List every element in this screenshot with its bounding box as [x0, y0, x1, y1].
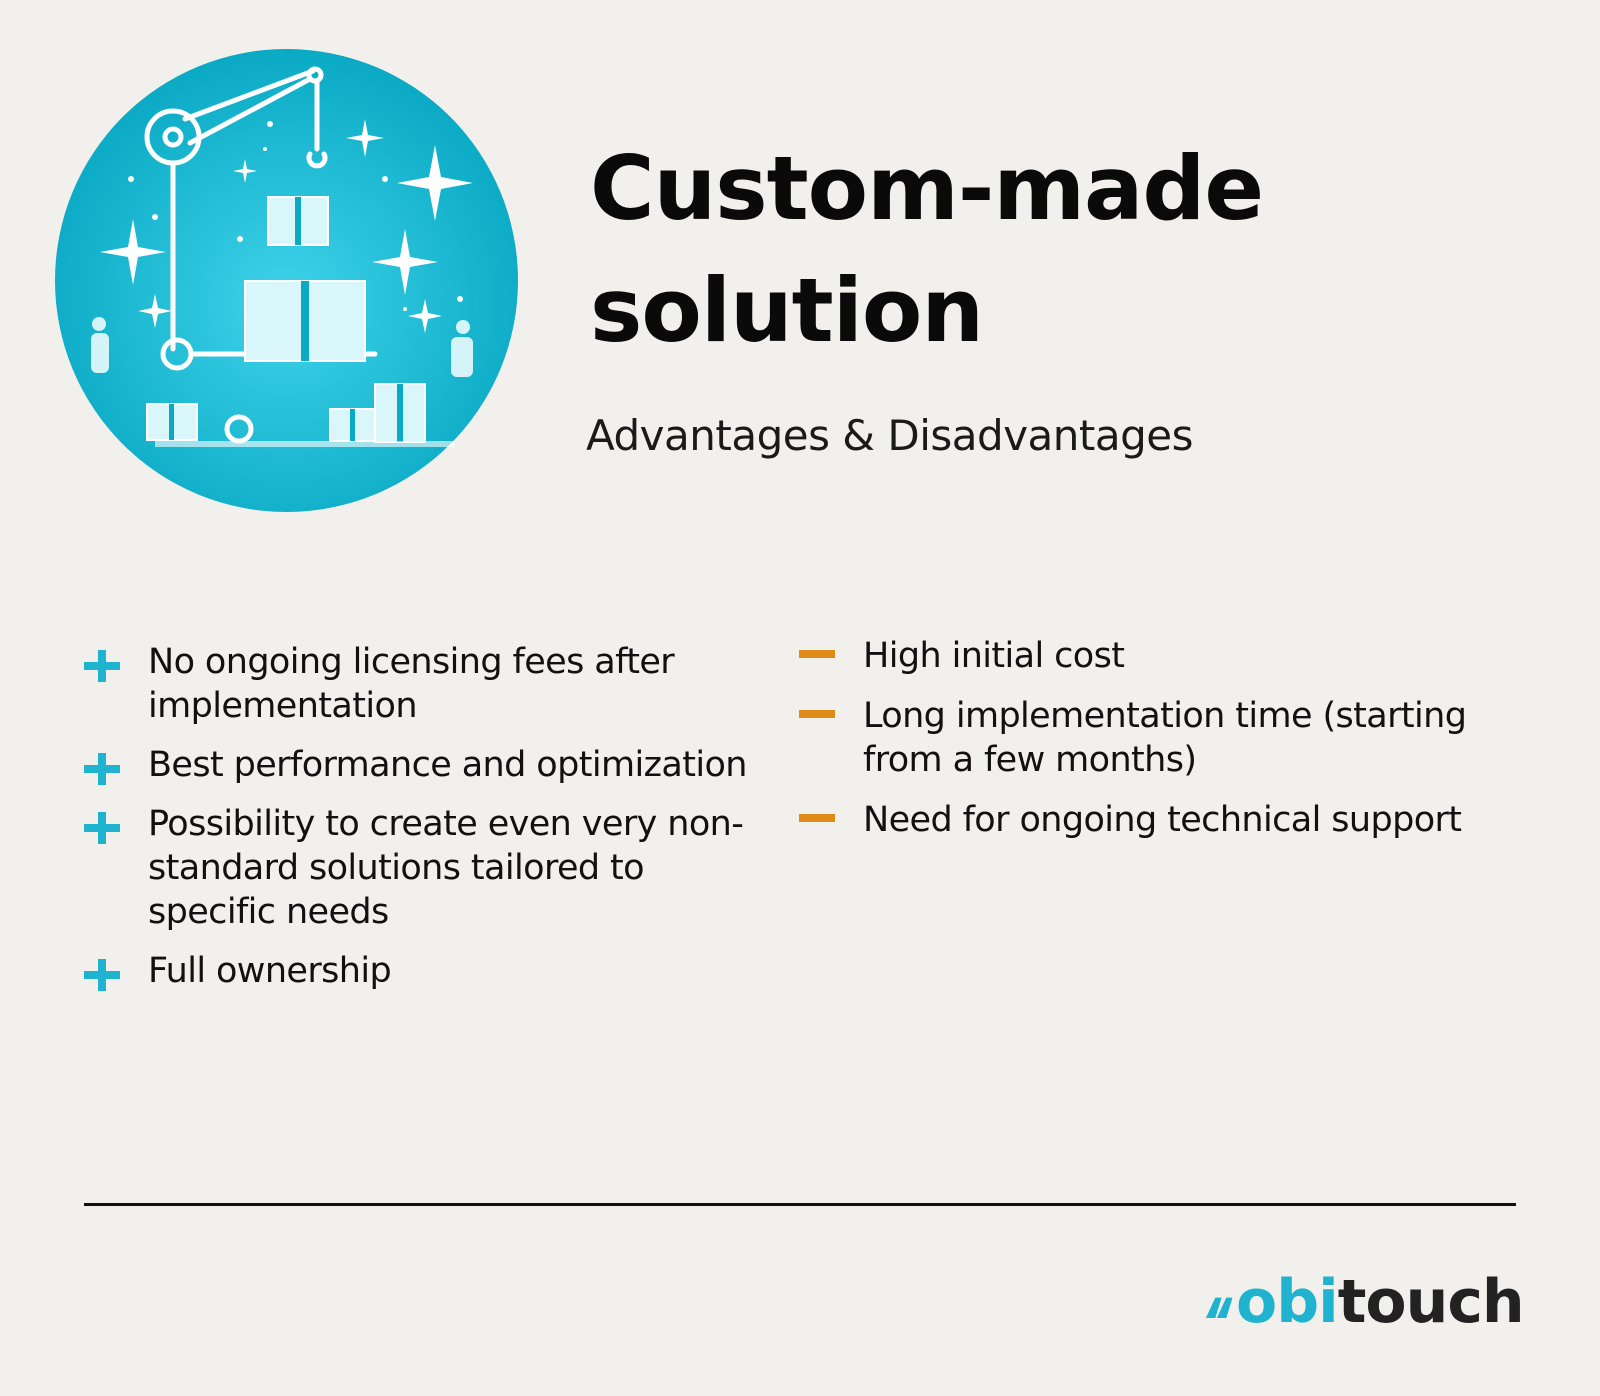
disadvantage-text: High initial cost — [863, 636, 1125, 676]
advantage-item: No ongoing licensing fees after implemen… — [84, 640, 764, 728]
plus-icon — [84, 743, 120, 787]
disadvantages-list: High initial cost Long implementation ti… — [799, 634, 1519, 858]
divider — [84, 1203, 1516, 1206]
disadvantage-item: High initial cost — [799, 634, 1519, 678]
plus-icon — [84, 802, 120, 846]
logo-m-icon — [1205, 1297, 1233, 1318]
page-subtitle: Advantages & Disadvantages — [586, 411, 1194, 460]
minus-icon — [799, 634, 835, 678]
disadvantage-item: Need for ongoing technical support — [799, 798, 1519, 842]
advantages-list: No ongoing licensing fees after implemen… — [84, 640, 764, 1008]
plus-icon — [84, 949, 120, 993]
advantage-text: Best performance and optimization — [148, 745, 747, 785]
advantage-text: Possibility to create even very non-stan… — [148, 804, 744, 932]
hero-illustration — [55, 49, 518, 512]
advantage-text: Full ownership — [148, 951, 392, 991]
disadvantage-text: Need for ongoing technical support — [863, 800, 1462, 840]
logo-part-1: obi — [1236, 1267, 1339, 1337]
title-line-2: solution — [590, 259, 984, 362]
disadvantage-item: Long implementation time (starting from … — [799, 694, 1519, 782]
minus-icon — [799, 694, 835, 738]
logo: obitouch — [1236, 1266, 1525, 1338]
plus-icon — [84, 640, 120, 684]
disadvantage-text: Long implementation time (starting from … — [863, 696, 1467, 780]
advantage-item: Full ownership — [84, 949, 764, 993]
advantage-text: No ongoing licensing fees after implemen… — [148, 642, 675, 726]
minus-icon — [799, 798, 835, 842]
logo-part-2: touch — [1337, 1267, 1525, 1337]
advantage-item: Possibility to create even very non-stan… — [84, 802, 764, 934]
title-line-1: Custom-made — [590, 137, 1264, 240]
page-title: Custom-made solution — [590, 128, 1550, 372]
advantage-item: Best performance and optimization — [84, 743, 764, 787]
